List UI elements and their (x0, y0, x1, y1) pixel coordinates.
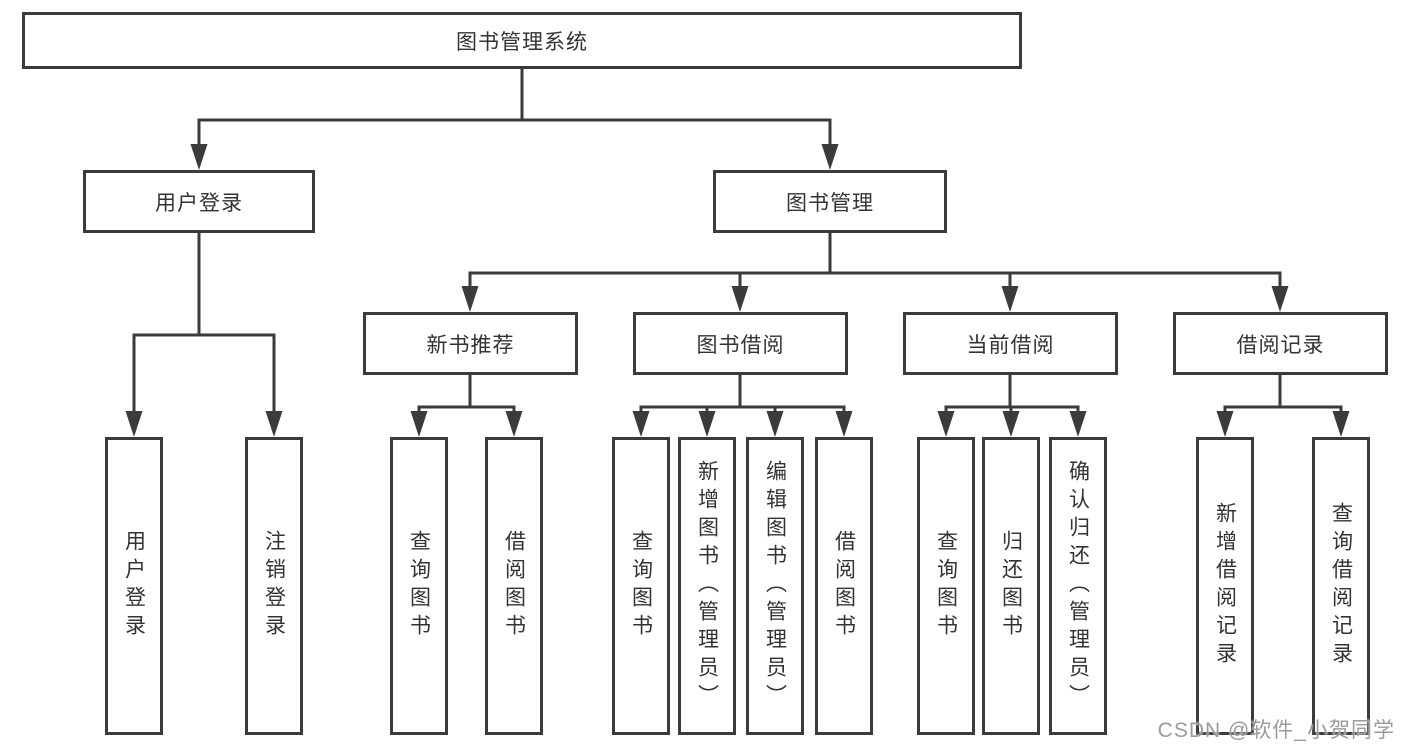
leaf-add-books-admin-label: 新增图书（管理员） (695, 460, 719, 712)
leaf-query-books-current-label: 查询图书 (934, 530, 958, 642)
leaf-borrow-books-recommend: 借阅图书 (485, 437, 543, 735)
leaf-edit-books-admin: 编辑图书（管理员） (746, 437, 804, 735)
node-current-borrow-label: 当前借阅 (966, 333, 1055, 357)
leaf-user-login-label: 用户登录 (122, 530, 146, 642)
node-user-login: 用户登录 (83, 170, 315, 233)
leaf-borrow-books: 借阅图书 (815, 437, 873, 735)
leaf-add-books-admin: 新增图书（管理员） (678, 437, 736, 735)
leaf-query-books-borrow-label: 查询图书 (629, 530, 653, 642)
leaf-add-borrow-record-label: 新增借阅记录 (1213, 502, 1237, 670)
leaf-return-books-label: 归还图书 (999, 530, 1023, 642)
node-root-system: 图书管理系统 (22, 12, 1022, 69)
node-new-book-recommend: 新书推荐 (363, 312, 578, 375)
node-book-borrow: 图书借阅 (633, 312, 848, 375)
leaf-add-borrow-record: 新增借阅记录 (1196, 437, 1254, 735)
leaf-borrow-books-recommend-label: 借阅图书 (502, 530, 526, 642)
node-borrow-records-label: 借阅记录 (1236, 333, 1325, 357)
node-new-book-recommend-label: 新书推荐 (426, 333, 515, 357)
leaf-borrow-books-label: 借阅图书 (832, 530, 856, 642)
leaf-query-books-borrow: 查询图书 (612, 437, 670, 735)
leaf-query-books-recommend: 查询图书 (390, 437, 448, 735)
leaf-confirm-return-admin-label: 确认归还（管理员） (1066, 460, 1090, 712)
node-root-label: 图书管理系统 (456, 30, 588, 54)
leaf-return-books: 归还图书 (982, 437, 1040, 735)
node-book-borrow-label: 图书借阅 (696, 333, 785, 357)
leaf-logout-label: 注销登录 (262, 530, 286, 642)
leaf-logout: 注销登录 (245, 437, 303, 735)
node-current-borrow: 当前借阅 (903, 312, 1118, 375)
leaf-user-login: 用户登录 (105, 437, 163, 735)
node-user-login-label: 用户登录 (155, 191, 243, 215)
watermark: CSDN @软件_小贺同学 (1157, 719, 1395, 742)
leaf-query-books-recommend-label: 查询图书 (407, 530, 431, 642)
node-book-management: 图书管理 (713, 170, 947, 233)
node-book-management-label: 图书管理 (786, 191, 874, 215)
node-borrow-records: 借阅记录 (1173, 312, 1388, 375)
leaf-confirm-return-admin: 确认归还（管理员） (1049, 437, 1107, 735)
leaf-edit-books-admin-label: 编辑图书（管理员） (763, 460, 787, 712)
leaf-query-books-current: 查询图书 (917, 437, 975, 735)
leaf-query-borrow-record: 查询借阅记录 (1312, 437, 1370, 735)
leaf-query-borrow-record-label: 查询借阅记录 (1329, 502, 1353, 670)
